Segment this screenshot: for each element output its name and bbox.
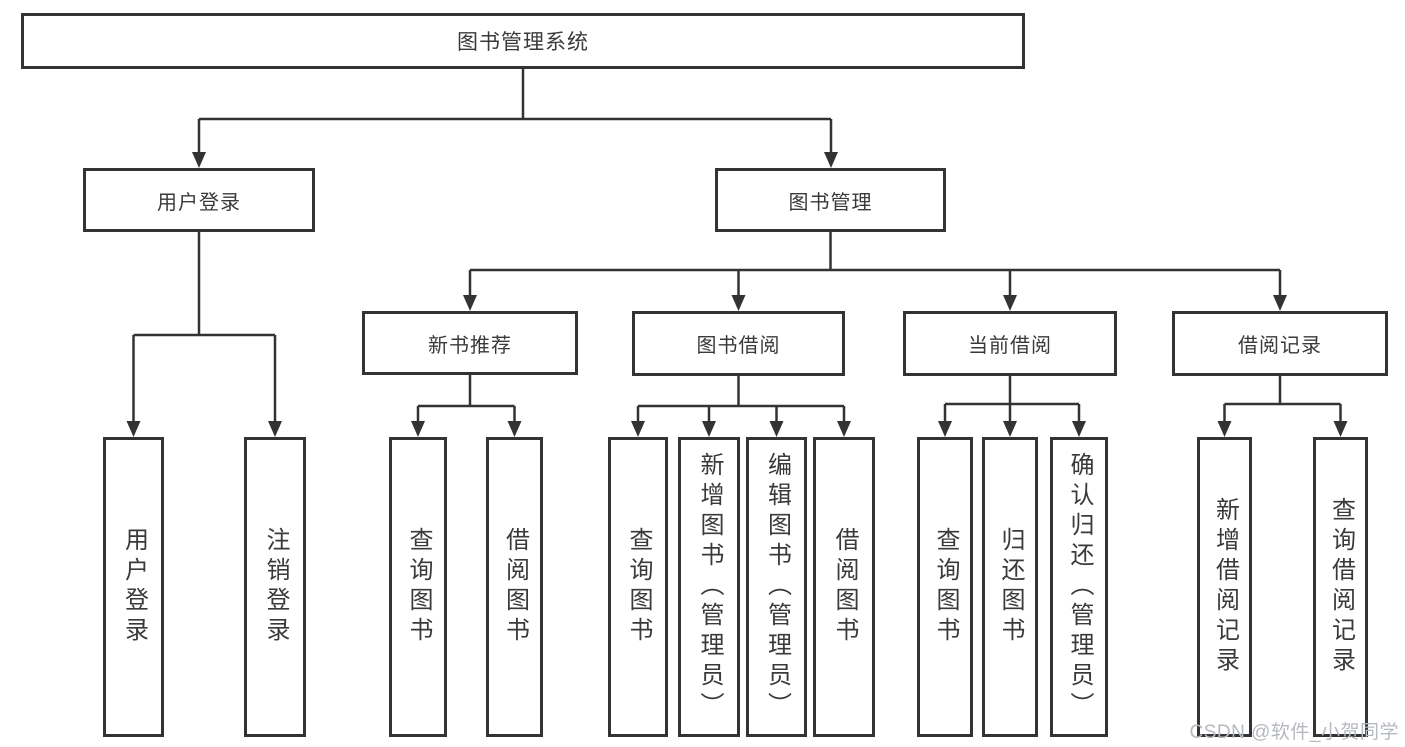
node-label: 图书借阅 (696, 335, 781, 357)
node-label: 查询图书 (405, 527, 432, 647)
node-label: 查询借阅记录 (1327, 497, 1355, 677)
node-leaf-return-books: 归还图书 (982, 437, 1038, 737)
node-book-borrowing: 图书借阅 (632, 311, 845, 376)
node-book-management: 图书管理 (715, 168, 946, 232)
node-leaf-query-books-current: 查询图书 (917, 437, 973, 737)
node-new-book-recommend: 新书推荐 (362, 311, 578, 375)
node-library-system: 图书管理系统 (21, 13, 1025, 69)
node-label: 用户登录 (157, 191, 241, 214)
node-label: 查询图书 (932, 527, 959, 647)
node-leaf-query-books-borrow: 查询图书 (608, 437, 668, 737)
node-leaf-confirm-return-admin: 确认归还（管理员） (1050, 437, 1108, 737)
node-label: 确认归还（管理员） (1066, 452, 1093, 722)
csdn-watermark: CSDN @软件_小贺同学 (1189, 722, 1399, 743)
connector-lines (132, 69, 1342, 423)
node-label: 注销登录 (262, 527, 289, 647)
node-label: 借阅图书 (501, 527, 529, 647)
node-label: 图书管理系统 (457, 31, 589, 54)
node-label: 新增借阅记录 (1211, 497, 1239, 677)
node-borrowing-records: 借阅记录 (1172, 311, 1388, 376)
node-current-borrowing: 当前借阅 (903, 311, 1117, 376)
node-label: 图书管理 (788, 191, 873, 214)
node-label: 借阅图书 (831, 527, 858, 647)
node-label: 当前借阅 (968, 335, 1052, 357)
node-leaf-logout: 注销登录 (244, 437, 306, 737)
node-label: 用户登录 (120, 527, 148, 647)
node-leaf-edit-books-admin: 编辑图书（管理员） (746, 437, 807, 737)
node-leaf-query-borrow-record: 查询借阅记录 (1313, 437, 1368, 737)
node-label: 归还图书 (997, 527, 1024, 647)
node-label: 编辑图书（管理员） (763, 452, 791, 722)
node-label: 查询图书 (625, 527, 652, 647)
node-leaf-query-books-recommend: 查询图书 (389, 437, 447, 737)
node-leaf-borrow-books: 借阅图书 (813, 437, 875, 737)
node-leaf-borrow-books-recommend: 借阅图书 (486, 437, 543, 737)
node-label: 新增图书（管理员） (696, 452, 723, 722)
node-leaf-user-login: 用户登录 (103, 437, 164, 737)
node-leaf-add-borrow-record: 新增借阅记录 (1197, 437, 1252, 737)
node-label: 借阅记录 (1238, 335, 1322, 357)
node-label: 新书推荐 (428, 334, 512, 357)
node-user-login: 用户登录 (83, 168, 315, 232)
node-leaf-add-books-admin: 新增图书（管理员） (678, 437, 740, 737)
